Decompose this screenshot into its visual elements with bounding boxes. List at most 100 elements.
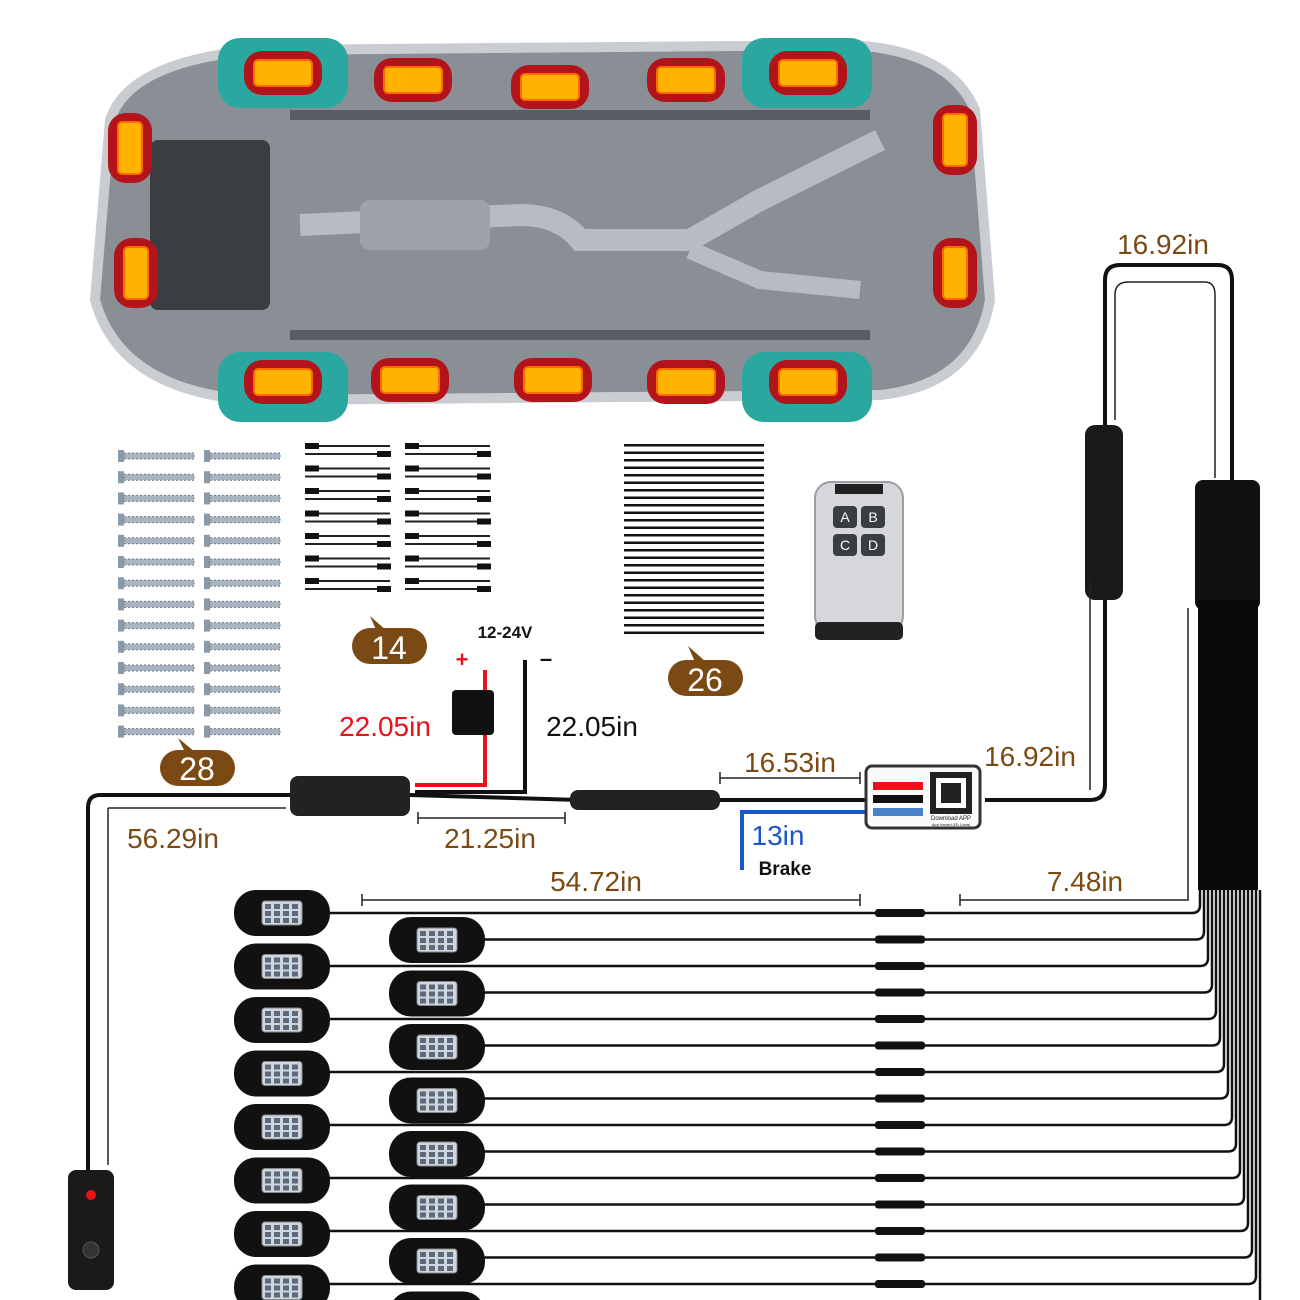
negative-wire <box>415 660 527 794</box>
rock-light-pod <box>234 1050 330 1097</box>
brake-wire <box>740 810 866 870</box>
connector-cable <box>405 510 491 525</box>
screw <box>118 450 195 462</box>
car-pods <box>108 51 977 404</box>
connector-cable <box>405 578 491 592</box>
rock-light-pod <box>389 1024 485 1070</box>
rock-light-pod-assembly <box>322 890 1242 1182</box>
zip-tie <box>624 571 764 574</box>
zip-tie <box>624 594 764 597</box>
car-rock-light <box>114 238 158 308</box>
pod-connector <box>875 935 925 944</box>
remote-button-label: A <box>840 509 850 525</box>
car-rock-light <box>769 51 847 95</box>
badge-14-text: 14 <box>371 630 407 666</box>
pod-connector <box>875 1147 925 1156</box>
pod-connector <box>875 1041 925 1050</box>
remote-button-a[interactable]: A <box>833 506 857 528</box>
dim-main-segment: 21.25in <box>444 823 536 854</box>
connector-cable <box>305 578 391 592</box>
pod-connector <box>875 1094 925 1103</box>
car-rock-light <box>244 360 322 404</box>
connector-cable <box>305 555 391 570</box>
remote-button-b[interactable]: B <box>861 506 885 528</box>
rock-light-pod <box>234 1104 330 1150</box>
remote-button-label: B <box>868 509 877 525</box>
screw <box>118 471 195 484</box>
car-rock-light <box>108 113 152 183</box>
zip-tie <box>624 519 764 522</box>
switch-indicator-icon <box>86 1190 96 1200</box>
badge-14: 14 <box>352 616 427 666</box>
connector-cable <box>305 510 391 525</box>
screw <box>118 598 195 611</box>
download-app-text: Download APP <box>931 816 971 822</box>
switch-button[interactable] <box>82 1241 100 1259</box>
pod-connector <box>875 1174 925 1182</box>
rock-light-pod <box>234 943 330 990</box>
remote-button-c[interactable]: C <box>833 534 857 556</box>
controller-box: Download APP App name:LED Lamp <box>864 764 982 830</box>
brake-label: Brake <box>759 859 812 880</box>
screw <box>204 492 281 505</box>
screw <box>118 683 195 696</box>
screw <box>118 662 195 674</box>
connector-cable <box>305 465 391 480</box>
zip-tie <box>624 624 764 627</box>
screw <box>118 556 195 568</box>
dim-controller-splitter: 16.92in <box>984 741 1076 772</box>
remote-button-d[interactable]: D <box>861 534 885 556</box>
rock-light-pod-assembly <box>477 890 1238 1156</box>
minus-label: – <box>540 646 552 671</box>
zip-tie <box>624 511 764 514</box>
connector-cable <box>305 488 391 502</box>
screw-set <box>118 450 281 738</box>
splitter-bundle <box>1198 600 1258 890</box>
rock-light-pod-assembly <box>322 890 1218 1023</box>
pod-cable <box>322 890 1250 1233</box>
rock-light-pod <box>393 1291 481 1300</box>
car-rock-light <box>933 105 977 175</box>
rock-light-pod-assembly <box>322 890 1202 917</box>
extension-loop <box>1103 263 1234 480</box>
exhaust-pipe <box>299 130 885 251</box>
power-switch[interactable] <box>68 1170 114 1290</box>
rock-light-pod-assembly <box>322 890 1234 1129</box>
pod-connector <box>875 1280 925 1288</box>
screw <box>204 450 281 462</box>
pod-cable <box>322 890 1218 1021</box>
screw <box>204 598 281 611</box>
remote-button-label: D <box>868 537 878 553</box>
pod-connector <box>875 1200 925 1209</box>
zip-tie-set <box>624 444 764 634</box>
zip-tie <box>624 549 764 552</box>
screw <box>204 556 281 568</box>
screw <box>118 534 195 547</box>
rock-light-pod-assembly <box>477 890 1254 1262</box>
pod-connector <box>875 1068 925 1076</box>
dim-brake-wire: 13in <box>752 820 805 851</box>
zip-tie <box>624 489 764 492</box>
dim-positive-wire: 22.05in <box>339 711 431 742</box>
voltage-label: 12-24V <box>478 623 533 642</box>
rock-light-pod-assembly <box>477 890 1214 997</box>
rock-light-pod-assembly <box>477 890 1246 1209</box>
power-module <box>290 776 410 816</box>
zip-tie <box>624 526 764 529</box>
rock-light-pod-assembly <box>322 890 1226 1076</box>
connector-cable <box>405 488 491 502</box>
rock-light-pod-assembly <box>1258 890 1262 1300</box>
badge-26-text: 26 <box>687 662 723 698</box>
rock-light-pod <box>389 917 485 963</box>
zip-tie <box>624 534 764 537</box>
zip-tie <box>624 609 764 612</box>
inline-connector <box>1085 425 1123 600</box>
pod-connector <box>875 1253 925 1262</box>
rock-light-pod-assembly <box>322 890 1210 970</box>
screw <box>204 513 281 526</box>
pod-cable <box>477 890 1230 1100</box>
zip-tie <box>624 459 764 462</box>
